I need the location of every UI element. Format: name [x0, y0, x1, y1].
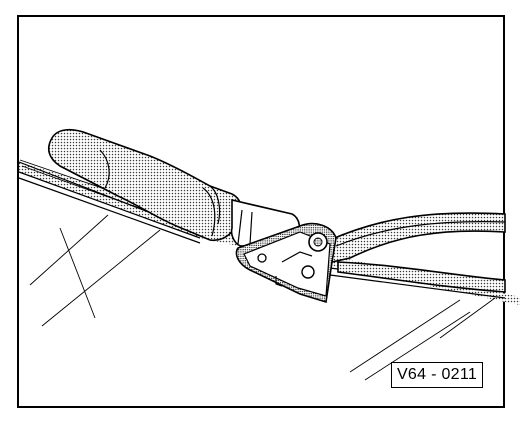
tool-blade — [235, 222, 337, 304]
figure-frame — [17, 15, 505, 408]
glass-reflections — [29, 214, 496, 381]
reference-code-label: V64 - 0211 — [391, 362, 483, 388]
rubber-trim — [329, 212, 506, 293]
